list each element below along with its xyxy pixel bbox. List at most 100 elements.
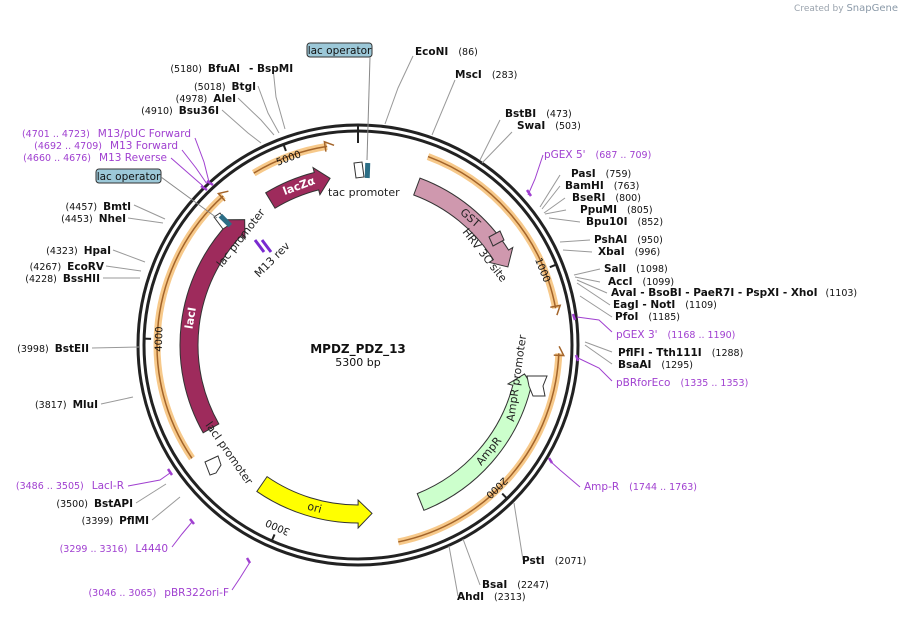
enzyme-pos: (2313) bbox=[494, 592, 526, 603]
enzyme-name: Bpu10I bbox=[586, 216, 628, 228]
svg-text:(3500)BstAPI: (3500)BstAPI bbox=[56, 498, 133, 510]
enzyme-pos: (4267) bbox=[30, 262, 62, 273]
svg-text:BsaAI(1295): BsaAI(1295) bbox=[618, 359, 693, 371]
svg-text:EcoNI(86): EcoNI(86) bbox=[415, 46, 478, 58]
lac-operator-label: lac operator bbox=[308, 45, 372, 57]
enzyme-pos: (4978) bbox=[176, 94, 208, 105]
primer-range: (3046 .. 3065) bbox=[88, 588, 156, 599]
enzyme-name: BamHI bbox=[565, 180, 604, 192]
primer-range: (687 .. 709) bbox=[596, 150, 652, 161]
svg-text:PstI(2071): PstI (2071) bbox=[522, 555, 586, 567]
AmpR-promoter-glyph[interactable] bbox=[527, 376, 547, 396]
lac-operator-top[interactable]: lac operator bbox=[307, 43, 372, 160]
enzyme-name: Bsu36I bbox=[179, 105, 219, 117]
feature-GST[interactable] bbox=[414, 178, 513, 267]
svg-text:BstBI(473): BstBI(473) bbox=[505, 108, 572, 120]
tick-label: 1000 bbox=[532, 257, 552, 285]
tick-mark bbox=[272, 534, 275, 540]
enzyme-pos: (503) bbox=[555, 121, 581, 132]
enzyme-pos: (5018) bbox=[194, 82, 226, 93]
plasmid-length: 5300 bp bbox=[335, 356, 380, 369]
enzyme-pos: (805) bbox=[627, 205, 653, 216]
enzyme-name: XbaI bbox=[598, 246, 625, 258]
svg-text:BseRI(800): BseRI (800) bbox=[572, 192, 641, 204]
primer-name: L4440 bbox=[135, 543, 168, 555]
enzyme-name: BspMI bbox=[257, 63, 293, 75]
primer-name: pBRforEco bbox=[616, 377, 670, 389]
svg-text:pGEX 3'(1168 .. 1190): pGEX 3' (1168 .. 1190) bbox=[616, 329, 735, 341]
svg-text:MscI(283): MscI(283) bbox=[455, 69, 517, 81]
enzyme-name: PfoI bbox=[615, 311, 638, 323]
enzyme-pos: (1288) bbox=[712, 348, 744, 359]
tac-promoter-glyph[interactable] bbox=[354, 162, 370, 178]
svg-text:(5018)BtgI: (5018) BtgI bbox=[194, 81, 256, 93]
svg-text:pGEX 5'(687 .. 709): pGEX 5' (687 .. 709) bbox=[544, 149, 651, 161]
enzyme-pos: (4910) bbox=[141, 106, 173, 117]
svg-text:pBRforEco(1335 .. 1353): pBRforEco (1335 .. 1353) bbox=[616, 377, 748, 389]
enzyme-name: BtgI bbox=[232, 81, 256, 93]
enzyme-pos: (1098) bbox=[636, 264, 668, 275]
enzyme-name: NheI bbox=[99, 213, 126, 225]
enzyme-pos: (5180) bbox=[170, 64, 202, 75]
enzyme-name: PstI bbox=[522, 555, 545, 567]
tick-label: 5000 bbox=[275, 149, 303, 168]
tac-promoter-label: tac promoter bbox=[328, 186, 400, 199]
enzyme-name: AhdI bbox=[457, 591, 484, 603]
primer-name: M13 Reverse bbox=[99, 152, 167, 164]
enzyme-name: BseRI bbox=[572, 192, 605, 204]
tick-label: 4000 bbox=[154, 326, 166, 352]
primer-range: (3299 .. 3316) bbox=[60, 544, 128, 555]
enzyme-pos: (763) bbox=[614, 181, 640, 192]
enzyme-pos: (852) bbox=[638, 217, 664, 228]
enzyme-pos: (86) bbox=[458, 47, 478, 58]
svg-text:(3486 .. 3505)LacI-R: (3486 .. 3505)LacI-R bbox=[16, 480, 124, 492]
enzyme-pos: (1185) bbox=[648, 312, 680, 323]
enzyme-pos: (2071) bbox=[555, 556, 587, 567]
primer-range: (4660 .. 4676) bbox=[23, 153, 91, 164]
tick-mark bbox=[283, 144, 285, 151]
svg-text:AvaI - BsoBI - PaeR7I - PspXI: AvaI - BsoBI - PaeR7I - PspXI - XhoI(110… bbox=[611, 287, 857, 299]
snapgene-brand: Created by SnapGene bbox=[794, 3, 898, 14]
enzyme-name: SwaI bbox=[517, 120, 545, 132]
svg-text:(3399)PflMI: (3399)PflMI bbox=[82, 515, 149, 527]
svg-text:XbaI(996): XbaI (996) bbox=[598, 246, 660, 258]
svg-text:PpuMI(805): PpuMI(805) bbox=[580, 204, 653, 216]
primer-name: pGEX 5' bbox=[544, 149, 586, 161]
primer-name: pGEX 3' bbox=[616, 329, 658, 341]
lacI-promoter-label: lacI promoter bbox=[203, 419, 256, 487]
svg-text:(4701 .. 4723)M13/pUC Forward: (4701 .. 4723) M13/pUC Forward bbox=[22, 128, 191, 140]
svg-text:(3299 .. 3316)L4440: (3299 .. 3316) L4440 bbox=[60, 543, 168, 555]
M13-rev-glyph[interactable] bbox=[255, 240, 271, 252]
primer-range: (4701 .. 4723) bbox=[22, 129, 90, 140]
enzyme-name: AvaI - BsoBI - PaeR7I - PspXI - XhoI bbox=[611, 287, 818, 299]
lac-operator-label: lac operator bbox=[97, 171, 161, 183]
enzyme-pos: (800) bbox=[615, 193, 641, 204]
primer-range: (3486 .. 3505) bbox=[16, 481, 84, 492]
enzyme-pos: (3998) bbox=[17, 344, 49, 355]
tick-mark bbox=[502, 494, 507, 499]
enzyme-name: MluI bbox=[73, 399, 98, 411]
enzyme-name: MscI bbox=[455, 69, 482, 81]
enzyme-name: PshAI bbox=[594, 234, 627, 246]
enzyme-name: AleI bbox=[213, 93, 236, 105]
enzyme-name: BstAPI bbox=[94, 498, 133, 510]
enzyme-pos: (3817) bbox=[35, 400, 67, 411]
primer-name: M13/pUC Forward bbox=[98, 128, 191, 140]
svg-text:SwaI(503): SwaI (503) bbox=[517, 120, 581, 132]
enzyme-name: BmtI bbox=[103, 201, 131, 213]
primer-range: (1335 .. 1353) bbox=[680, 378, 748, 389]
enzyme-pos: (759) bbox=[606, 169, 632, 180]
svg-text:PflFI - Tth111I(1288): PflFI - Tth111I(1288) bbox=[618, 347, 743, 359]
primer-range: (1168 .. 1190) bbox=[668, 330, 736, 341]
enzyme-pos: (996) bbox=[635, 247, 661, 258]
svg-text:(4978)AleI: (4978) AleI bbox=[176, 93, 236, 105]
enzyme-pos: (1109) bbox=[685, 300, 717, 311]
svg-text:(4660 .. 4676)M13 Reverse: (4660 .. 4676) M13 Reverse bbox=[23, 152, 167, 164]
lacI-promoter-glyph[interactable] bbox=[205, 456, 221, 475]
enzyme-name: PflMI bbox=[119, 515, 149, 527]
enzyme-name: BfuAI bbox=[208, 63, 240, 75]
svg-text:(4910)Bsu36I: (4910) Bsu36I bbox=[141, 105, 219, 117]
primer-range: (1744 .. 1763) bbox=[629, 482, 697, 493]
